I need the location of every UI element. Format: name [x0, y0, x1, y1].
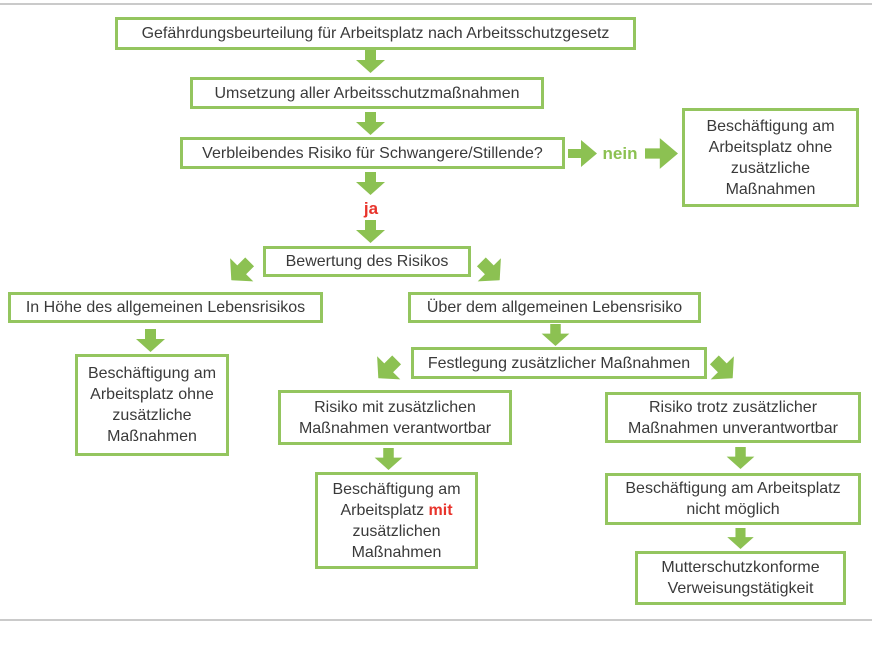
node-risk-assessment: Gefährdungsbeurteilung für Arbeitsplatz …: [115, 17, 636, 50]
node-residual-risk: Verbleibendes Risiko für Schwangere/Stil…: [180, 137, 565, 169]
arrow-down-right-icon: [476, 257, 501, 282]
node-define-additional-measures-label: Festlegung zusätzlicher Maßnahmen: [427, 354, 691, 372]
node-define-additional-measures: Festlegung zusätzlicher Maßnahmen: [411, 347, 707, 379]
node-reassignment: Mutterschutzkonforme Verweisungstätigkei…: [635, 551, 846, 605]
arrow-down-icon: [541, 324, 570, 346]
node-general-life-risk-label: In Höhe des allgemeinen Lebensrisikos: [25, 299, 306, 316]
arrow-down-icon: [727, 528, 754, 549]
arrow-down-icon: [726, 447, 755, 469]
edge-label-ja: ja: [363, 199, 379, 218]
node-general-life-risk: In Höhe des allgemeinen Lebensrisikos: [8, 292, 323, 323]
arrow-down-icon: [356, 112, 385, 135]
arrow-down-left-icon: [230, 257, 255, 282]
node-risk-acceptable-label: Risiko mit zusätzlichen Maßnahmen verant…: [298, 398, 492, 437]
arrow-down-icon: [136, 329, 165, 352]
arrow-down-icon: [356, 50, 385, 73]
node-employment-without-measures-left-label: Beschäftigung am Arbeitsplatz ohne zusät…: [87, 365, 217, 445]
node-employment-without-measures-right: Beschäftigung am Arbeitsplatz ohne zusät…: [682, 108, 859, 207]
with-measures-emphasis: mit: [428, 501, 453, 519]
node-risk-evaluation: Bewertung des Risikos: [263, 246, 471, 277]
node-implement-measures: Umsetzung aller Arbeitsschutzmaßnahmen: [190, 77, 544, 109]
node-residual-risk-label: Verbleibendes Risiko für Schwangere/Stil…: [202, 144, 543, 162]
node-employment-without-measures-right-label: Beschäftigung am Arbeitsplatz ohne zusät…: [706, 117, 835, 198]
node-implement-measures-label: Umsetzung aller Arbeitsschutzmaßnahmen: [214, 84, 520, 102]
arrow-down-icon: [374, 448, 403, 470]
bottom-divider: [0, 619, 872, 621]
node-above-life-risk: Über dem allgemeinen Lebensrisiko: [408, 292, 701, 323]
node-employment-without-measures-left: Beschäftigung am Arbeitsplatz ohne zusät…: [75, 354, 229, 456]
arrow-down-left-icon: [377, 355, 402, 380]
arrow-down-icon: [356, 220, 385, 243]
node-reassignment-label: Mutterschutzkonforme Verweisungstätigkei…: [661, 559, 820, 597]
node-employment-not-possible: Beschäftigung am Arbeitsplatz nicht mögl…: [605, 473, 861, 525]
node-risk-evaluation-label: Bewertung des Risikos: [285, 253, 449, 270]
node-risk-unacceptable: Risiko trotz zusätzlicher Maßnahmen unve…: [605, 392, 861, 443]
node-employment-with-measures-label: Beschäftigung am Arbeitsplatz mit zusätz…: [323, 479, 470, 563]
arrow-right-icon: [568, 140, 597, 167]
arrow-down-right-icon: [709, 355, 734, 380]
arrow-down-icon: [356, 172, 385, 195]
node-risk-acceptable: Risiko mit zusätzlichen Maßnahmen verant…: [278, 390, 512, 445]
with-measures-text-post: zusätzlichen Maßnahmen: [351, 522, 442, 561]
node-risk-assessment-label: Gefährdungsbeurteilung für Arbeitsplatz …: [141, 25, 610, 42]
node-employment-not-possible-label: Beschäftigung am Arbeitsplatz nicht mögl…: [625, 480, 841, 518]
edge-label-nein: nein: [602, 144, 638, 163]
with-measures-text-pre: Beschäftigung am Arbeitsplatz: [332, 480, 461, 519]
node-employment-with-measures: Beschäftigung am Arbeitsplatz mit zusätz…: [315, 472, 478, 569]
arrow-right-icon: [645, 138, 678, 169]
top-divider: [0, 3, 872, 5]
node-risk-unacceptable-label: Risiko trotz zusätzlicher Maßnahmen unve…: [628, 398, 838, 437]
node-above-life-risk-label: Über dem allgemeinen Lebensrisiko: [426, 299, 683, 316]
